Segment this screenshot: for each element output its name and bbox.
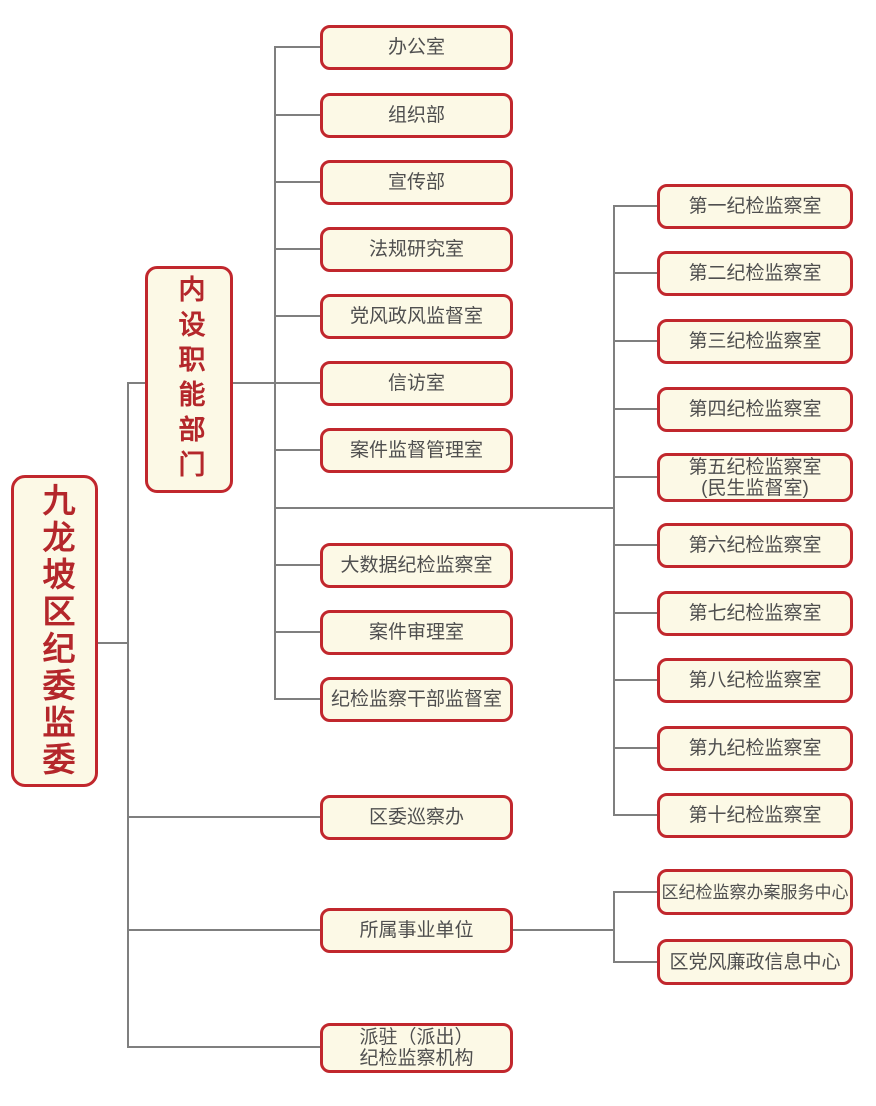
connector-branch bbox=[274, 248, 320, 250]
internal-dept-box: 大数据纪检监察室 bbox=[320, 543, 513, 588]
internal-dept-box: 纪检监察干部监督室 bbox=[320, 677, 513, 722]
connector-branch bbox=[127, 816, 320, 818]
category-internal-departments-box: 内设职能部门 bbox=[145, 266, 233, 493]
connector-branch bbox=[274, 315, 320, 317]
discipline-office-box: 第九纪检监察室 bbox=[657, 726, 853, 771]
inspection-office-branch-box: 区委巡察办 bbox=[320, 795, 513, 840]
connector-centers-trunk bbox=[613, 891, 615, 963]
internal-dept-box: 组织部 bbox=[320, 93, 513, 138]
discipline-office-box: 第七纪检监察室 bbox=[657, 591, 853, 636]
connector-units-horizontal bbox=[513, 929, 615, 931]
internal-dept-box: 党风政风监督室 bbox=[320, 294, 513, 339]
connector-branch bbox=[613, 205, 657, 207]
internal-dept-box: 办公室 bbox=[320, 25, 513, 70]
connector-branch bbox=[274, 114, 320, 116]
connector-branch bbox=[613, 814, 657, 816]
internal-dept-box: 案件审理室 bbox=[320, 610, 513, 655]
connector-branch bbox=[274, 631, 320, 633]
internal-dept-box: 信访室 bbox=[320, 361, 513, 406]
connector-branch bbox=[613, 747, 657, 749]
connector-feed-offices bbox=[274, 507, 615, 509]
internal-dept-box: 法规研究室 bbox=[320, 227, 513, 272]
connector-branch bbox=[613, 340, 657, 342]
internal-dept-box: 宣传部 bbox=[320, 160, 513, 205]
connector-branch bbox=[613, 544, 657, 546]
connector-branch bbox=[613, 612, 657, 614]
discipline-office-box: 第一纪检监察室 bbox=[657, 184, 853, 229]
connector-branch bbox=[274, 564, 320, 566]
integrity-info-center-box: 区党风廉政信息中心 bbox=[657, 939, 853, 985]
connector-branch bbox=[613, 891, 657, 893]
dispatched-agencies-box: 派驻（派出） 纪检监察机构 bbox=[320, 1023, 513, 1073]
connector-branch bbox=[613, 476, 657, 478]
connector-branch bbox=[274, 46, 320, 48]
connector-branch bbox=[274, 698, 320, 700]
connector-branch bbox=[274, 382, 320, 384]
discipline-office-box: 第八纪检监察室 bbox=[657, 658, 853, 703]
internal-dept-box: 案件监督管理室 bbox=[320, 428, 513, 473]
subordinate-units-box: 所属事业单位 bbox=[320, 908, 513, 953]
root-org-box: 九龙坡区纪委监委 bbox=[11, 475, 98, 787]
connector-branch bbox=[274, 181, 320, 183]
connector-root-horizontal bbox=[97, 642, 128, 644]
case-service-center-box: 区纪检监察办案服务中心 bbox=[657, 869, 853, 915]
connector-branch bbox=[274, 449, 320, 451]
discipline-office-box: 第六纪检监察室 bbox=[657, 523, 853, 568]
connector-internal-trunk bbox=[274, 46, 276, 700]
connector-branch bbox=[613, 961, 657, 963]
connector-branch bbox=[127, 1046, 320, 1048]
discipline-office-box: 第四纪检监察室 bbox=[657, 387, 853, 432]
discipline-office-box: 第二纪检监察室 bbox=[657, 251, 853, 296]
connector-branch bbox=[613, 272, 657, 274]
connector-branch bbox=[613, 408, 657, 410]
discipline-office-box: 第三纪检监察室 bbox=[657, 319, 853, 364]
discipline-office-box: 第五纪检监察室 (民生监督室) bbox=[657, 453, 853, 502]
connector-category-right bbox=[233, 382, 274, 384]
connector-branch bbox=[613, 679, 657, 681]
discipline-office-box: 第十纪检监察室 bbox=[657, 793, 853, 838]
connector-branch bbox=[127, 929, 320, 931]
connector-category-left bbox=[128, 382, 145, 384]
connector-root-trunk bbox=[127, 382, 129, 1048]
connector-offices-trunk bbox=[613, 205, 615, 816]
